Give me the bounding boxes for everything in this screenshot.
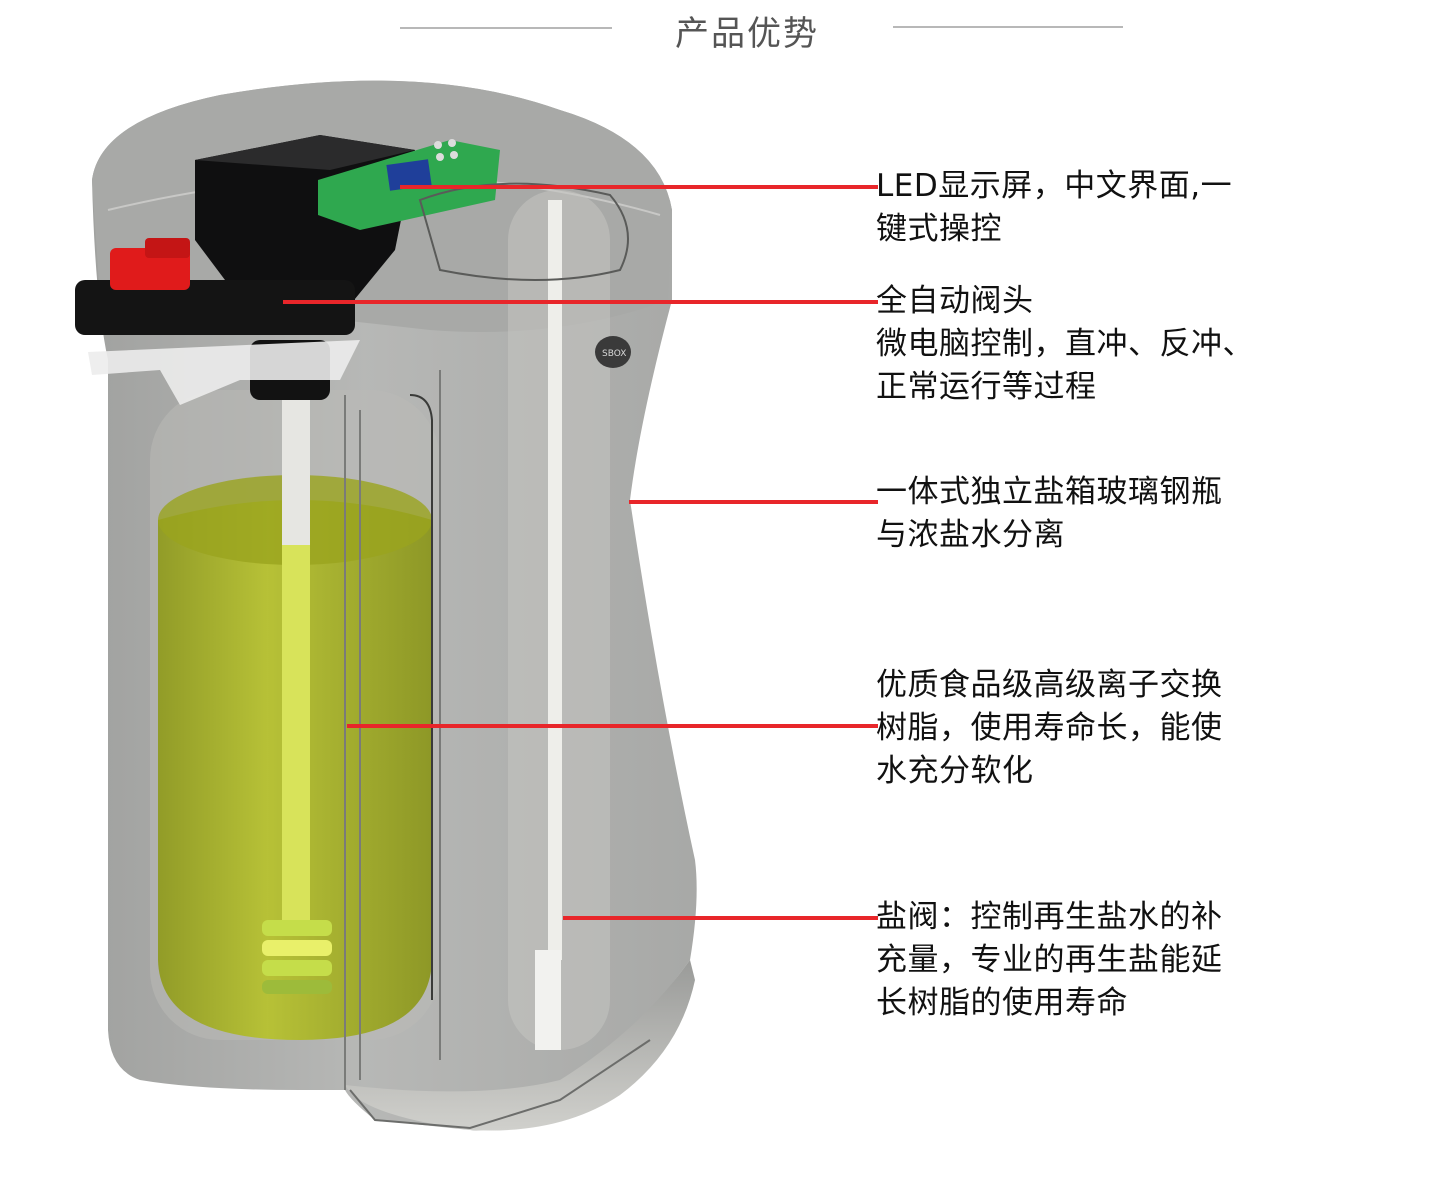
distributor [262,920,332,994]
section-title: 产品优势 [675,14,819,54]
callout-text: LED显示屏，中文界面,一 键式操控 [876,168,1233,247]
callout-line [283,300,878,304]
callout-text: 全自动阀头 微电脑控制，直冲、反冲、 正常运行等过程 [876,283,1254,405]
brine-well [508,190,610,1050]
svg-text:SBOX: SBOX [602,349,626,359]
header-divider-right [893,26,1123,28]
header-divider-left [400,27,612,29]
resin-tank [150,390,440,1040]
callout-text: 一体式独立盐箱玻璃钢瓶 与浓盐水分离 [876,474,1223,553]
callout-text: 盐阀：控制再生盐水的补 充量，专业的再生盐能延 长树脂的使用寿命 [876,899,1223,1021]
callout-text: 优质食品级高级离子交换 树脂，使用寿命长，能使 水充分软化 [876,667,1223,789]
brand-badge: SBOX [595,336,631,368]
callout-line [629,500,878,504]
section-header: 产品优势 [0,0,1436,60]
callout-line [400,185,878,189]
callout-line [347,724,878,728]
callout-line [563,916,878,920]
